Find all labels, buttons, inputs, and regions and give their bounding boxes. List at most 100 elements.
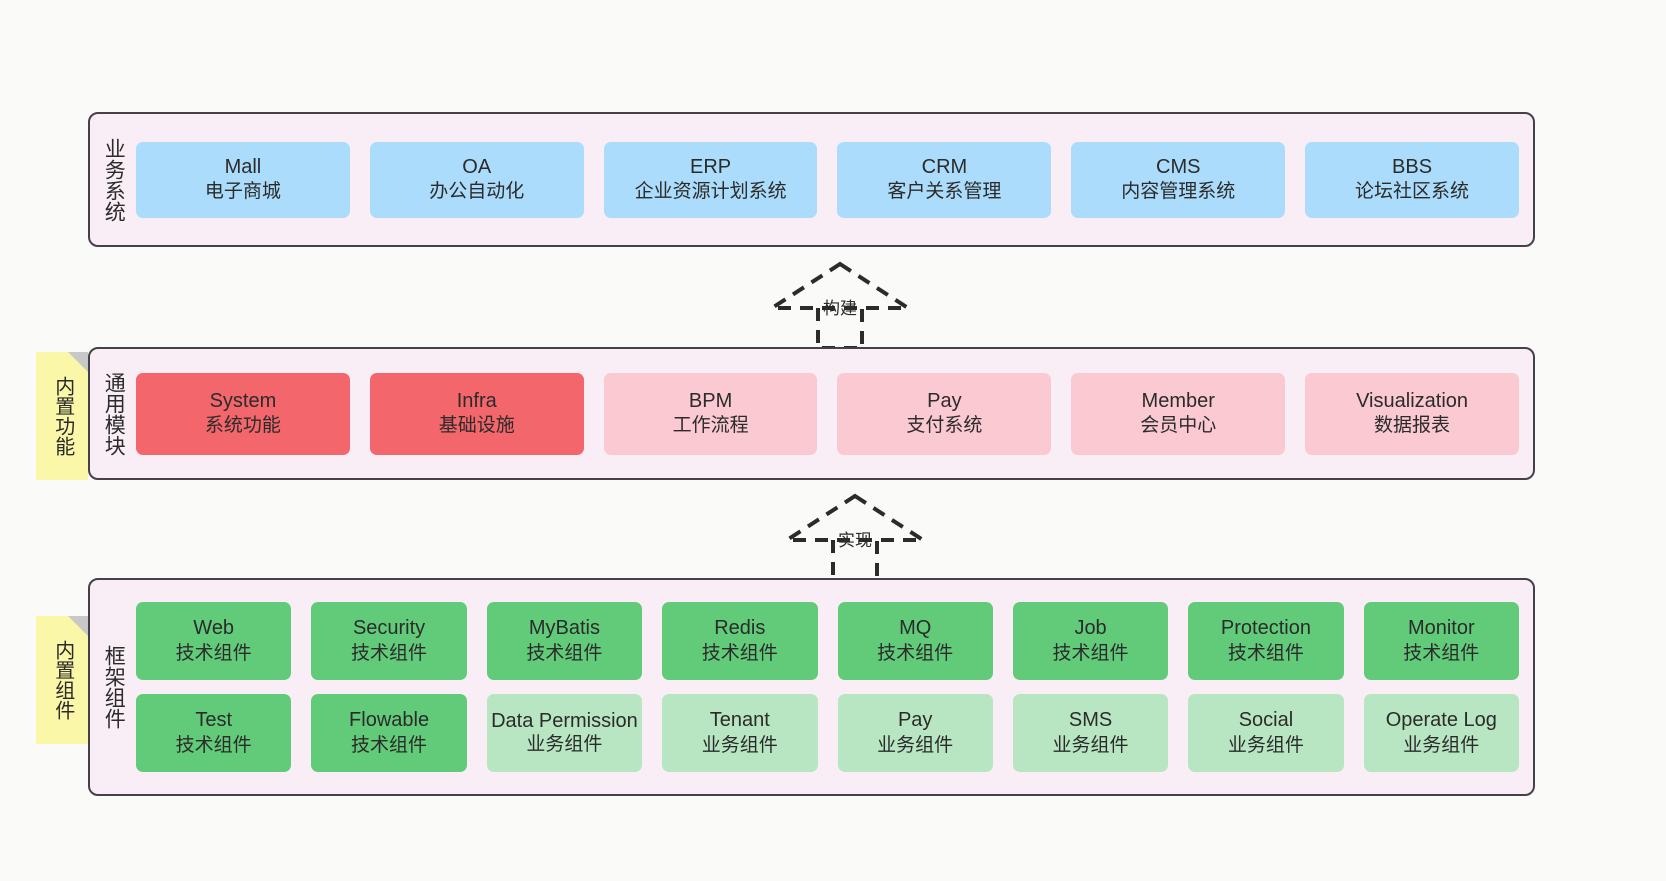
node-security[interactable]: Security 技术组件 — [311, 602, 467, 680]
node-tenant-en: Tenant — [709, 709, 770, 732]
node-system-en: System — [209, 389, 277, 412]
node-social-cn: 业务组件 — [1227, 734, 1304, 756]
node-erp[interactable]: ERP 企业资源计划系统 — [603, 141, 818, 218]
node-data-permission-en: Data Permission — [491, 710, 638, 733]
note-fold-icon — [68, 352, 88, 372]
node-oa-en: OA — [462, 155, 492, 178]
node-job-en: Job — [1074, 617, 1107, 640]
node-mq[interactable]: MQ 技术组件 — [837, 602, 993, 680]
node-flowable[interactable]: Flowable 技术组件 — [311, 694, 467, 772]
arrow-implement: 实现 — [775, 490, 935, 582]
node-mq-cn: 技术组件 — [877, 642, 954, 664]
framework-node-row-1: Web 技术组件 Security 技术组件 MyBatis 技术组件 Redi… — [136, 602, 1519, 680]
note-fold-icon — [68, 616, 88, 636]
node-data-permission[interactable]: Data Permission 业务组件 — [486, 694, 643, 772]
node-system[interactable]: System 系统功能 — [136, 372, 350, 455]
node-social[interactable]: Social 业务组件 — [1188, 694, 1344, 772]
node-operate-log-cn: 业务组件 — [1403, 734, 1480, 756]
framework-node-row-2: Test 技术组件 Flowable 技术组件 Data Permission … — [136, 694, 1519, 772]
node-oa[interactable]: OA 办公自动化 — [369, 141, 584, 218]
node-job-cn: 技术组件 — [1052, 642, 1129, 664]
node-member[interactable]: Member 会员中心 — [1071, 372, 1286, 455]
node-sms[interactable]: SMS 业务组件 — [1012, 694, 1169, 772]
node-mq-en: MQ — [899, 617, 932, 640]
node-social-en: Social — [1238, 709, 1294, 732]
business-node-row: Mall 电子商城 OA 办公自动化 ERP 企业资源计划系统 CRM 客户关系… — [136, 141, 1519, 218]
node-monitor[interactable]: Monitor 技术组件 — [1363, 602, 1519, 680]
layer-title-business: 业务系统 — [102, 137, 126, 222]
node-job[interactable]: Job 技术组件 — [1012, 602, 1169, 680]
layer-body-business: Mall 电子商城 OA 办公自动化 ERP 企业资源计划系统 CRM 客户关系… — [136, 114, 1533, 245]
node-web-cn: 技术组件 — [175, 642, 252, 664]
node-web-en: Web — [193, 617, 235, 640]
node-sms-cn: 业务组件 — [1052, 734, 1129, 756]
node-redis[interactable]: Redis 技术组件 — [662, 602, 818, 680]
node-infra-cn: 基础设施 — [438, 415, 515, 437]
node-infra[interactable]: Infra 基础设施 — [369, 372, 584, 455]
node-crm-cn: 客户关系管理 — [887, 181, 1002, 203]
node-redis-cn: 技术组件 — [701, 642, 778, 664]
node-pay-component-cn: 业务组件 — [877, 734, 954, 756]
node-cms[interactable]: CMS 内容管理系统 — [1071, 141, 1286, 218]
node-visualization-cn: 数据报表 — [1374, 415, 1451, 437]
node-protection-en: Protection — [1220, 617, 1311, 640]
node-pay-module-en: Pay — [927, 389, 962, 412]
node-erp-cn: 企业资源计划系统 — [634, 181, 787, 203]
modules-node-row: System 系统功能 Infra 基础设施 BPM 工作流程 Pay 支付系统… — [136, 372, 1519, 455]
node-bbs[interactable]: BBS 论坛社区系统 — [1305, 141, 1519, 218]
node-mall[interactable]: Mall 电子商城 — [136, 141, 350, 218]
node-test-en: Test — [195, 709, 233, 732]
sticky-note-builtin-components-label: 内置组件 — [51, 640, 74, 720]
node-protection[interactable]: Protection 技术组件 — [1188, 602, 1344, 680]
node-member-en: Member — [1141, 389, 1215, 412]
node-bpm-en: BPM — [688, 389, 733, 412]
node-flowable-en: Flowable — [349, 709, 430, 732]
node-mybatis-en: MyBatis — [528, 617, 600, 640]
node-test-cn: 技术组件 — [175, 734, 252, 756]
node-tenant[interactable]: Tenant 业务组件 — [662, 694, 818, 772]
sticky-note-builtin-components: 内置组件 — [36, 616, 88, 744]
node-crm[interactable]: CRM 客户关系管理 — [837, 141, 1052, 218]
node-tenant-cn: 业务组件 — [701, 734, 778, 756]
arrow-implement-label: 实现 — [838, 531, 872, 550]
node-member-cn: 会员中心 — [1140, 415, 1217, 437]
node-infra-en: Infra — [456, 389, 497, 412]
node-visualization-en: Visualization — [1356, 389, 1469, 412]
node-pay-module[interactable]: Pay 支付系统 — [837, 372, 1052, 455]
layer-title-modules: 通用模块 — [102, 371, 126, 456]
arrow-build-label: 构建 — [823, 299, 857, 318]
layer-business-systems: 业务系统 Mall 电子商城 OA 办公自动化 ERP 企业资源计划系统 CRM — [88, 112, 1535, 247]
node-mall-cn: 电子商城 — [204, 181, 281, 203]
node-crm-en: CRM — [921, 155, 968, 178]
node-mybatis-cn: 技术组件 — [526, 642, 603, 664]
node-visualization[interactable]: Visualization 数据报表 — [1305, 372, 1519, 455]
node-security-cn: 技术组件 — [351, 642, 428, 664]
node-sms-en: SMS — [1068, 709, 1113, 732]
arrow-build: 构建 — [760, 258, 920, 350]
node-system-cn: 系统功能 — [204, 415, 281, 437]
node-pay-component-en: Pay — [897, 709, 933, 732]
node-monitor-en: Monitor — [1407, 617, 1475, 640]
node-redis-en: Redis — [714, 617, 766, 640]
node-cms-en: CMS — [1156, 155, 1201, 178]
node-bpm[interactable]: BPM 工作流程 — [603, 372, 818, 455]
node-test[interactable]: Test 技术组件 — [136, 694, 292, 772]
node-mall-en: Mall — [224, 155, 262, 178]
node-web[interactable]: Web 技术组件 — [136, 602, 292, 680]
layer-framework-components: 框架组件 Web 技术组件 Security 技术组件 MyBatis 技术组件… — [88, 578, 1535, 796]
layer-common-modules: 通用模块 System 系统功能 Infra 基础设施 BPM 工作流程 Pay — [88, 347, 1535, 480]
node-bbs-en: BBS — [1392, 155, 1433, 178]
node-cms-cn: 内容管理系统 — [1121, 181, 1236, 203]
node-monitor-cn: 技术组件 — [1403, 642, 1480, 664]
node-operate-log[interactable]: Operate Log 业务组件 — [1363, 694, 1519, 772]
node-erp-en: ERP — [690, 155, 732, 178]
layer-title-framework: 框架组件 — [102, 645, 126, 729]
node-flowable-cn: 技术组件 — [351, 734, 428, 756]
node-protection-cn: 技术组件 — [1227, 642, 1304, 664]
node-mybatis[interactable]: MyBatis 技术组件 — [486, 602, 643, 680]
node-bbs-cn: 论坛社区系统 — [1355, 181, 1470, 203]
node-oa-cn: 办公自动化 — [429, 181, 525, 203]
layer-body-framework: Web 技术组件 Security 技术组件 MyBatis 技术组件 Redi… — [136, 580, 1533, 794]
node-pay-component[interactable]: Pay 业务组件 — [837, 694, 993, 772]
